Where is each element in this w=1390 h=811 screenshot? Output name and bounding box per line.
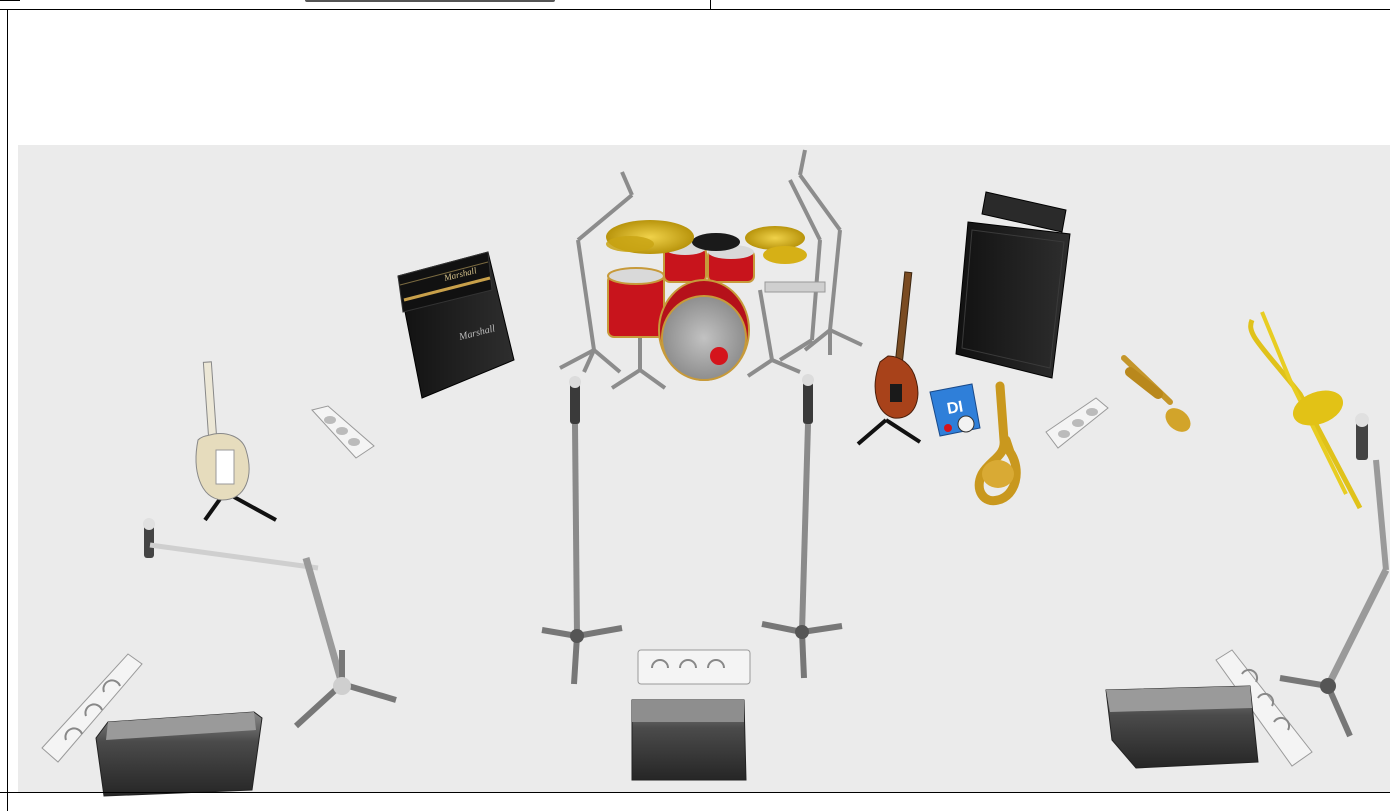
di-box-icon[interactable]: DI — [930, 384, 980, 436]
power-strip-icon[interactable] — [1046, 398, 1108, 448]
microphone-stand-icon[interactable] — [762, 374, 842, 678]
stage-monitor-icon[interactable] — [96, 712, 262, 796]
trombone-icon[interactable] — [1251, 312, 1360, 508]
power-strip-icon[interactable] — [312, 406, 374, 458]
electric-guitar-icon[interactable] — [196, 362, 276, 520]
power-strip-icon[interactable] — [638, 650, 750, 684]
boom-mic-stand-icon[interactable] — [143, 518, 396, 726]
bass-guitar-icon[interactable] — [858, 272, 920, 444]
guitar-amp-icon[interactable]: Marshall Marshall — [398, 252, 514, 398]
stage-monitor-icon[interactable] — [632, 700, 746, 780]
drum-kit-icon[interactable] — [560, 150, 862, 388]
microphone-stand-icon[interactable] — [542, 376, 622, 684]
bottom-frame-line — [0, 792, 1390, 793]
di-box-label: DI — [946, 398, 965, 418]
bass-amp-icon[interactable] — [956, 192, 1070, 378]
trumpet-icon[interactable] — [1124, 358, 1195, 437]
stage-monitor-icon[interactable] — [1106, 686, 1258, 768]
saxophone-icon[interactable] — [979, 386, 1016, 501]
